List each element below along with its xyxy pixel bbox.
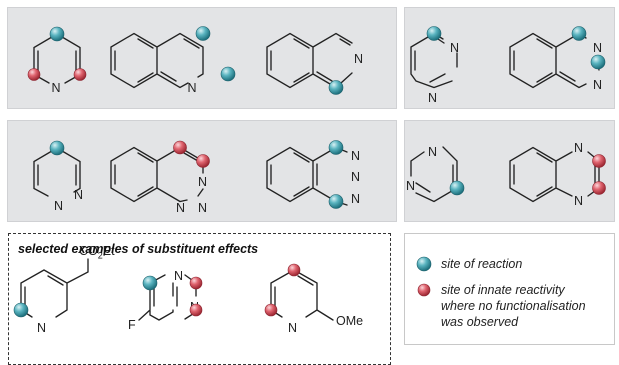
legend-box	[404, 233, 615, 345]
isoquinoline-molecule: N	[266, 32, 363, 95]
innate-site-marker	[264, 303, 278, 317]
atom-n: N	[174, 269, 183, 283]
atom-n: N	[450, 41, 459, 55]
atom-n: N	[188, 81, 197, 95]
legend-innate-text-3: was observed	[441, 315, 519, 329]
innate-site-marker	[173, 140, 187, 155]
innate-site-marker	[189, 276, 203, 290]
reaction-site-marker	[220, 66, 236, 82]
pyrimidine-molecule: N N	[410, 26, 459, 105]
reaction-site-marker	[449, 180, 465, 196]
innate-site-marker	[73, 68, 87, 81]
quinoline-molecule: N	[110, 26, 236, 95]
ester-co: CO	[79, 244, 98, 258]
atom-n: N	[351, 170, 360, 184]
pyridine-molecule: N	[27, 26, 87, 95]
benzotriazine-molecule: N N N	[110, 140, 210, 215]
reaction-site-marker	[426, 26, 442, 41]
reaction-site-marker	[142, 275, 158, 291]
pyrazine-molecule: N N	[406, 145, 465, 203]
reaction-site-marker	[49, 26, 65, 42]
structures-canvas: N N N N N N N N N	[13, 26, 606, 335]
benzotriazine-reactive-molecule: N N N	[266, 140, 360, 209]
atom-n: N	[351, 192, 360, 206]
innate-site-marker	[196, 154, 210, 168]
legend-reaction-marker	[416, 256, 432, 272]
quinazoline-molecule: N N	[509, 26, 606, 92]
ester-et: Et	[102, 244, 115, 258]
atom-n: N	[574, 194, 583, 208]
reaction-site-marker	[571, 26, 587, 41]
atom-n: N	[52, 81, 61, 95]
pyridazine-molecule: N N	[33, 140, 83, 213]
atom-f: F	[128, 318, 136, 332]
atom-n: N	[288, 321, 297, 335]
innate-site-marker	[189, 303, 203, 317]
reaction-site-marker	[590, 54, 606, 70]
atom-n: N	[198, 175, 207, 189]
ethyl-nicotinate-molecule: N	[13, 258, 89, 335]
examples-box	[8, 233, 391, 365]
atom-n: N	[574, 141, 583, 155]
legend-reaction-text: site of reaction	[441, 257, 523, 271]
reaction-site-marker	[195, 26, 211, 41]
legend-innate-marker	[417, 283, 431, 297]
ester-substituent-label: CO2Et	[79, 244, 115, 261]
legend-innate-text-1: site of innate reactivity	[441, 283, 565, 297]
atom-n: N	[37, 321, 46, 335]
quinoxaline-molecule: N N	[509, 141, 606, 208]
reaction-site-marker	[328, 194, 344, 209]
examples-title: selected examples of substituent effects	[18, 242, 259, 256]
atom-n: N	[176, 201, 185, 215]
methoxy-substituent-label: OMe	[336, 314, 364, 328]
atom-n: N	[428, 91, 437, 105]
atom-n: N	[198, 201, 207, 215]
reaction-site-marker	[328, 140, 344, 155]
legend-innate-text-2: where no functionalisation	[441, 299, 586, 313]
atom-n: N	[351, 149, 360, 163]
methoxypyridine-molecule: N	[264, 263, 334, 335]
reaction-site-marker	[328, 80, 344, 95]
atom-n: N	[74, 188, 83, 202]
atom-n: N	[54, 199, 63, 213]
reaction-site-marker	[49, 140, 65, 156]
atom-n: N	[428, 145, 437, 159]
atom-n: N	[593, 78, 602, 92]
innate-site-marker	[27, 68, 41, 81]
atom-n: N	[354, 52, 363, 66]
fluorotriazine-molecule: N N F	[128, 269, 203, 332]
reaction-site-marker	[13, 302, 29, 318]
atom-n: N	[593, 41, 602, 55]
ester-subscript: 2	[97, 250, 103, 261]
innate-site-marker	[287, 263, 301, 277]
atom-n: N	[406, 179, 415, 193]
innate-site-marker	[592, 181, 606, 195]
innate-site-marker	[592, 154, 606, 168]
